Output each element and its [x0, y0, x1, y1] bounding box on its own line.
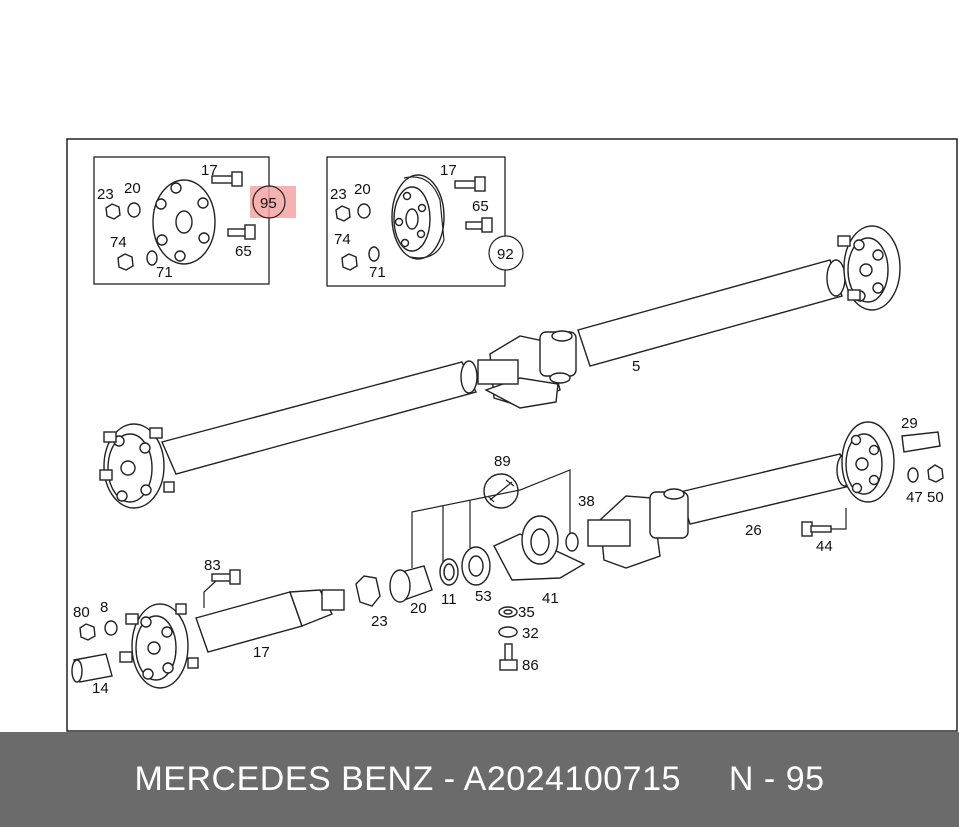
washer-icon — [357, 203, 371, 219]
callout-86: 35 — [518, 604, 535, 621]
callout-47: 47 — [906, 489, 923, 506]
callout-38: 38 — [578, 493, 595, 510]
propshaft-lower-rear: 29 26 47 50 44 — [587, 415, 944, 569]
highlight-callout-95: 95 — [250, 185, 296, 219]
sleeve-icon — [71, 653, 113, 683]
callout-23: 23 — [97, 186, 114, 203]
nut-icon — [927, 464, 944, 483]
callout-83: 32 — [522, 625, 539, 642]
callout-44: 44 — [816, 538, 833, 555]
flange-icon — [837, 225, 901, 311]
bolt-icon — [203, 569, 241, 608]
inset-2: 17 23 20 65 74 71 92 — [326, 156, 524, 287]
center-bearing-group: 89 38 41 53 11 20 23 35 32 — [355, 453, 595, 674]
inset-1: 17 23 20 74 71 65 95 — [93, 156, 296, 285]
callout-17: 17 — [201, 162, 218, 179]
propshaft-upper: 5 — [99, 225, 901, 509]
callout-71: 71 — [369, 264, 386, 281]
callout-23: 23 — [330, 186, 347, 203]
callout-20: 20 — [124, 180, 141, 197]
part-number-text: MERCEDES BENZ - A2024100715 — [134, 760, 681, 798]
callout-50: 50 — [927, 489, 944, 506]
diagram-frame — [66, 138, 958, 732]
washer-icon — [104, 620, 118, 636]
svg-text:95: 95 — [260, 195, 277, 212]
callout-23: 80 — [73, 604, 90, 621]
callout-8: 17 — [253, 644, 270, 661]
nut-icon — [79, 623, 96, 641]
nut-icon — [355, 575, 381, 607]
parts-diagram: 17 23 20 74 71 65 95 — [66, 138, 958, 732]
washer-icon — [127, 202, 141, 218]
bolt-icon — [227, 224, 256, 240]
nut-icon — [117, 253, 134, 271]
washer-icon — [146, 250, 158, 266]
circle-callout-92: 92 — [488, 235, 524, 271]
callout-17: 83 — [204, 557, 221, 574]
bolt-icon — [211, 171, 243, 187]
universal-joint-icon — [587, 488, 689, 569]
bolt-icon — [454, 176, 486, 192]
footer-bar: MERCEDES BENZ - A2024100715 N - 95 — [0, 732, 959, 827]
nut-icon — [335, 205, 351, 222]
universal-joint-icon — [477, 330, 577, 409]
callout-89: 89 — [494, 453, 511, 470]
callout-32: 41 — [542, 590, 559, 607]
bearing-carrier-icon — [493, 515, 586, 581]
svg-text:92: 92 — [497, 246, 514, 263]
callout-74: 74 — [334, 231, 351, 248]
callout-35: 53 — [475, 588, 492, 605]
bolt-icon — [465, 217, 493, 233]
flex-disc-icon — [152, 179, 216, 265]
reference-text: N - 95 — [728, 760, 825, 798]
bolt-icon — [499, 643, 518, 671]
callout-53: 20 — [410, 600, 427, 617]
callout-41: 11 — [441, 591, 457, 608]
flange-icon — [99, 423, 175, 509]
callout-20: 20 — [354, 181, 371, 198]
callout-11: 23 — [371, 613, 388, 630]
callout-65: 65 — [235, 243, 252, 260]
nut-icon — [341, 253, 358, 271]
callout-17: 17 — [440, 162, 457, 179]
callout-29: 29 — [901, 415, 918, 432]
callout-80: 86 — [522, 657, 539, 674]
callout-20: 8 — [100, 599, 108, 616]
flange-icon — [841, 421, 895, 503]
callout-5: 5 — [632, 358, 640, 375]
callout-14: 14 — [92, 680, 109, 697]
bolt-icon — [801, 508, 847, 537]
callout-65: 65 — [472, 198, 489, 215]
washer-icon — [565, 532, 579, 552]
flange-icon — [119, 603, 199, 689]
washer-icon — [368, 246, 380, 262]
nut-icon — [105, 203, 121, 220]
callout-71: 71 — [156, 264, 173, 281]
washer-icon — [907, 467, 919, 483]
callout-74: 74 — [110, 234, 127, 251]
propshaft-lower-front: 83 80 8 14 17 — [71, 557, 345, 697]
callout-26: 26 — [745, 522, 762, 539]
flex-coupling-icon — [391, 174, 445, 260]
